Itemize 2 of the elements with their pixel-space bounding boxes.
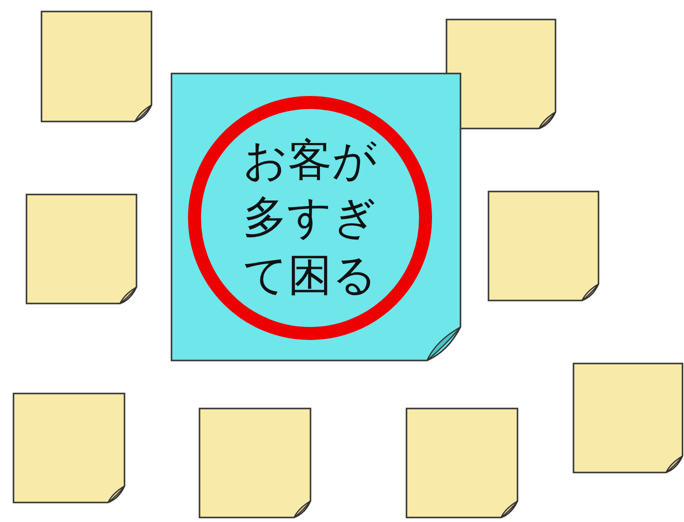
note-text: お客が多すぎて困る: [242, 134, 378, 303]
circle-highlight: [188, 96, 432, 340]
